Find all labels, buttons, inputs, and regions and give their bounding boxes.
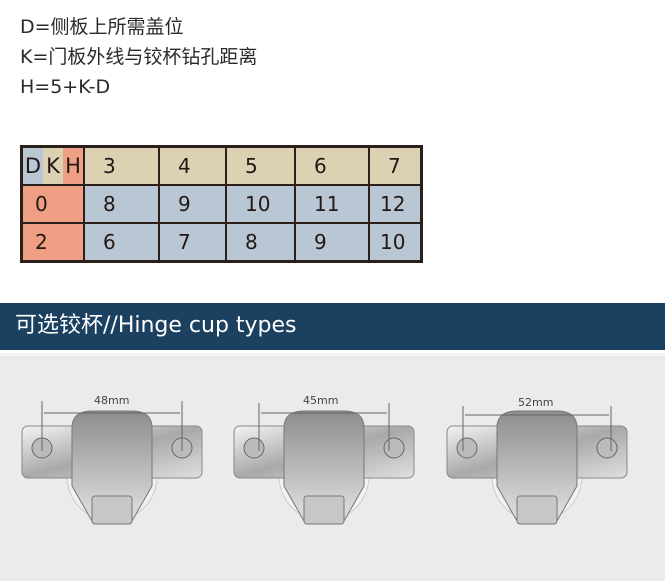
corner-h: H — [63, 148, 83, 184]
k-cell: 7 — [368, 145, 423, 186]
legend-h: H=5+K-D — [20, 76, 111, 98]
h-cell: 9 — [294, 222, 370, 263]
legend-k: K=门板外线与铰杯钻孔距离 — [20, 46, 258, 68]
dimension-label: 48mm — [94, 394, 130, 407]
hinge-48mm — [21, 401, 203, 525]
hinge-photo: 48mm 45mm 52mm — [0, 353, 665, 581]
d-cell: 0 — [20, 184, 85, 224]
h-cell: 10 — [368, 222, 423, 263]
k-cell: 4 — [158, 145, 227, 186]
k-cell: 6 — [294, 145, 370, 186]
hinge-45mm — [233, 403, 415, 525]
d-cell: 2 — [20, 222, 85, 263]
corner-d: D — [23, 148, 43, 184]
h-cell: 9 — [158, 184, 227, 224]
k-cell: 3 — [83, 145, 160, 186]
legend: D=侧板上所需盖位 K=门板外线与铰杯钻孔距离 H=5+K-D — [20, 12, 257, 102]
table-row: 0 8 9 10 11 12 — [20, 184, 423, 224]
h-cell: 12 — [368, 184, 423, 224]
h-cell: 6 — [83, 222, 160, 263]
dimension-label: 52mm — [518, 396, 554, 409]
section-banner: 可选铰杯//Hinge cup types — [0, 303, 665, 350]
h-cell: 8 — [225, 222, 296, 263]
corner-k: K — [43, 148, 63, 184]
hinge-illustrations — [21, 401, 628, 525]
legend-d: D=侧板上所需盖位 — [20, 16, 184, 38]
dimension-label: 45mm — [303, 394, 339, 407]
h-cell: 7 — [158, 222, 227, 263]
table-row: 2 6 7 8 9 10 — [20, 222, 423, 263]
k-cell: 5 — [225, 145, 296, 186]
h-cell: 8 — [83, 184, 160, 224]
h-cell: 11 — [294, 184, 370, 224]
hinge-52mm — [446, 406, 628, 525]
h-cell: 10 — [225, 184, 296, 224]
